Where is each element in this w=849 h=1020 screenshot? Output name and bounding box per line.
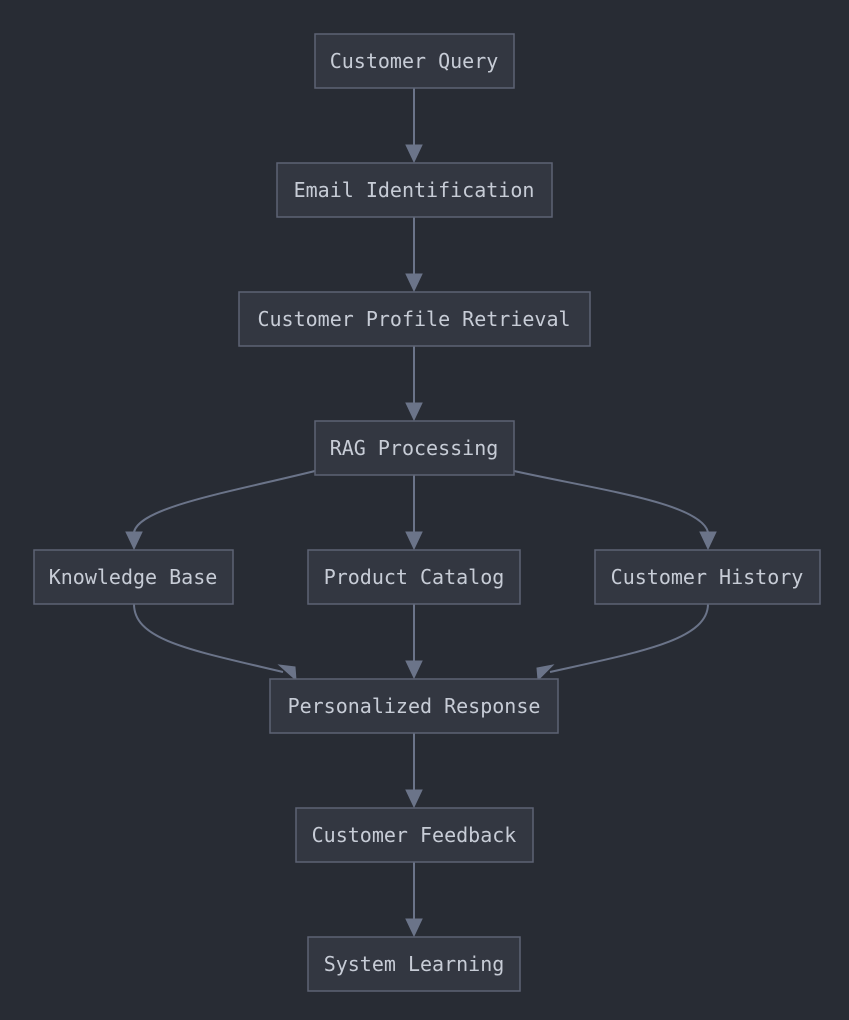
node-personalized-response: Personalized Response [269, 678, 559, 734]
node-customer-query-label: Customer Query [330, 49, 499, 73]
node-customer-history-label: Customer History [611, 565, 804, 589]
node-email-identification-label: Email Identification [294, 178, 535, 202]
node-system-learning-label: System Learning [324, 952, 505, 976]
edge-personalized-response-to-customer-feedback [405, 733, 423, 809]
edge-customer-history-to-personalized-response [536, 603, 709, 682]
node-customer-feedback: Customer Feedback [295, 807, 534, 863]
node-customer-feedback-label: Customer Feedback [312, 823, 517, 847]
edge-email-identification-to-profile-retrieval [405, 217, 423, 293]
edge-knowledge-base-to-personalized-response [133, 603, 297, 682]
node-customer-query: Customer Query [314, 33, 515, 89]
edge-rag-processing-to-product-catalog [405, 475, 423, 551]
node-knowledge-base: Knowledge Base [33, 549, 234, 605]
node-personalized-response-label: Personalized Response [288, 694, 541, 718]
edge-rag-processing-to-customer-history [513, 470, 717, 551]
node-customer-profile-retrieval: Customer Profile Retrieval [238, 291, 591, 347]
node-rag-processing-label: RAG Processing [330, 436, 499, 460]
node-rag-processing: RAG Processing [314, 420, 515, 476]
edge-rag-processing-to-knowledge-base [125, 470, 316, 551]
edge-product-catalog-to-personalized-response [405, 604, 423, 680]
edge-profile-retrieval-to-rag-processing [405, 346, 423, 422]
node-product-catalog-label: Product Catalog [324, 565, 505, 589]
node-knowledge-base-label: Knowledge Base [49, 565, 218, 589]
node-product-catalog: Product Catalog [307, 549, 521, 605]
node-customer-history: Customer History [594, 549, 821, 605]
node-email-identification: Email Identification [276, 162, 553, 218]
edge-customer-feedback-to-system-learning [405, 862, 423, 938]
node-customer-profile-retrieval-label: Customer Profile Retrieval [257, 307, 570, 331]
edge-customer-query-to-email-identification [405, 88, 423, 164]
node-system-learning: System Learning [307, 936, 521, 992]
